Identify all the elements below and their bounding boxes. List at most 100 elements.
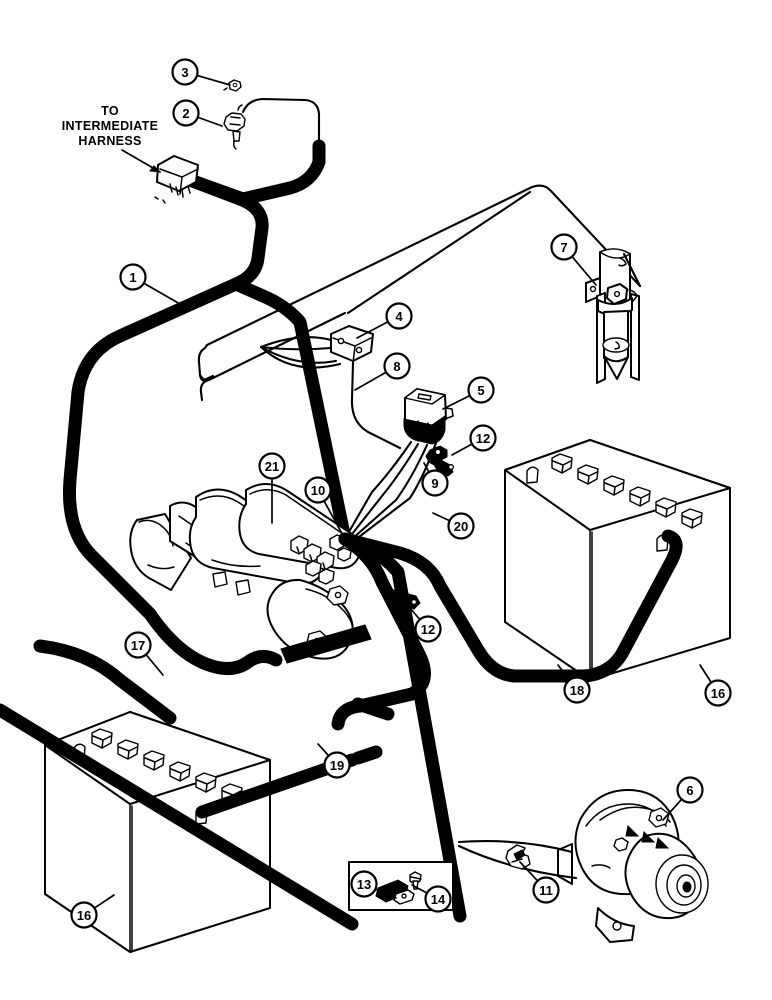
callout-bubble[interactable]	[532, 876, 560, 904]
callout-leader	[196, 116, 223, 127]
callout-18-battery-cable-positive[interactable]: 18	[557, 664, 591, 704]
sender-wire	[241, 97, 321, 148]
callout-9-terminal-stud[interactable]: 9	[421, 462, 449, 497]
callout-leader	[403, 600, 421, 621]
callout-bubble[interactable]	[172, 99, 200, 127]
cable-clamp-part11	[505, 844, 531, 870]
callout-bubble[interactable]	[704, 679, 732, 707]
callout-number: 16	[711, 686, 725, 701]
callout-7-starter-solenoid-canister[interactable]: 7	[550, 233, 597, 286]
callout-17-battery-cable-negative[interactable]: 17	[124, 631, 164, 676]
callout-leader	[662, 798, 683, 821]
callout-number: 2	[182, 106, 189, 121]
callout-bubble[interactable]	[323, 751, 351, 779]
callout-number: 14	[431, 892, 446, 907]
cable-18	[338, 529, 683, 683]
callout-bubble[interactable]	[467, 376, 495, 404]
callout-leader	[557, 664, 571, 681]
callout-bubble[interactable]	[119, 263, 147, 291]
terminal-nut-part3	[223, 79, 242, 92]
callout-bubble[interactable]	[124, 631, 152, 659]
harness-upper-segment	[183, 139, 326, 206]
main-diagonal-cable	[33, 639, 177, 725]
callout-number: 8	[393, 359, 400, 374]
callout-leader	[142, 282, 188, 309]
callout-leader	[571, 255, 597, 286]
callout-2-sender-switch[interactable]: 2	[172, 99, 223, 127]
sender-switch-part2	[223, 104, 246, 150]
callout-number: 6	[686, 783, 693, 798]
callout-leader	[432, 512, 451, 522]
callout-number: 11	[539, 883, 553, 898]
callout-leader	[374, 888, 397, 899]
starter-terminals	[290, 534, 352, 585]
callout-21-starter-motor[interactable]: 21	[258, 452, 286, 524]
callout-bubble[interactable]	[469, 424, 497, 452]
callout-number: 4	[395, 309, 403, 324]
callout-bubble[interactable]	[676, 776, 704, 804]
callout-bubble[interactable]	[385, 302, 413, 330]
lead-wire-part8	[350, 361, 402, 450]
callout-10-starter-wire-group[interactable]: 10	[304, 476, 346, 540]
callout-number: 19	[330, 758, 344, 773]
callout-bubble[interactable]	[383, 352, 411, 380]
callout-bubble[interactable]	[563, 676, 591, 704]
callout-bubble[interactable]	[350, 870, 378, 898]
callout-bubble[interactable]	[304, 476, 332, 504]
callout-16-battery-left[interactable]: 16	[70, 894, 115, 929]
callout-leader	[317, 743, 330, 757]
callout-8-lead-wire[interactable]: 8	[354, 352, 411, 391]
terminal-bolt-upper-part12	[425, 445, 454, 477]
callout-bubble[interactable]	[70, 901, 98, 929]
battery-right-caps	[551, 453, 703, 529]
callout-bubble[interactable]	[550, 233, 578, 261]
starter-motor-part21	[129, 483, 372, 664]
callout-12-battery-terminal-bolt[interactable]: 12	[451, 424, 497, 456]
callout-leader	[145, 653, 164, 676]
callout-5-relay-housing[interactable]: 5	[442, 376, 495, 410]
callout-bubble[interactable]	[171, 58, 199, 86]
callout-leader	[411, 884, 428, 894]
callout-number: 7	[560, 240, 567, 255]
callout-11-cable-clamp[interactable]: 11	[519, 861, 560, 904]
connector-fan-wires	[259, 336, 342, 369]
connector-block-part4	[330, 325, 374, 364]
callout-leader	[519, 861, 539, 882]
callout-bubble[interactable]	[447, 512, 475, 540]
callout-number: 10	[311, 483, 325, 498]
callout-20-starter-cable[interactable]: 20	[432, 512, 475, 540]
callout-number: 5	[477, 383, 484, 398]
alternator-part6	[557, 789, 709, 943]
callout-number: 12	[476, 431, 490, 446]
main-harness-cable	[63, 173, 352, 621]
callout-number: 16	[77, 908, 91, 923]
callout-number: 12	[421, 622, 435, 637]
callout-bubble[interactable]	[421, 469, 449, 497]
callout-1-main-wiring-harness[interactable]: 1	[119, 263, 188, 309]
callout-number: 17	[131, 638, 145, 653]
canister-part7	[585, 248, 640, 384]
callout-bubble[interactable]	[424, 885, 452, 913]
callout-16-battery-right[interactable]: 16	[699, 664, 732, 707]
callout-12-battery-terminal-bolt[interactable]: 12	[403, 600, 442, 643]
callout-6-alternator[interactable]: 6	[662, 776, 704, 821]
callout-13-cable-end-boot[interactable]: 13	[350, 870, 397, 899]
callout-leader	[323, 500, 346, 540]
callout-leader	[423, 462, 430, 473]
cable-17	[143, 607, 283, 675]
ground-strap-diagonal	[0, 703, 359, 931]
callout-14-screw[interactable]: 14	[411, 884, 452, 913]
callout-bubble[interactable]	[258, 452, 286, 480]
callout-4-connector-block[interactable]: 4	[356, 302, 413, 339]
callout-leader	[93, 894, 115, 909]
relay-output-wires	[344, 440, 438, 542]
battery-right	[504, 439, 731, 681]
callout-bubble[interactable]	[414, 615, 442, 643]
callout-3-terminal-nut[interactable]: 3	[171, 58, 231, 86]
callout-number: 1	[129, 270, 136, 285]
cable-starter-loop	[331, 532, 431, 731]
callout-19-battery-jumper-cable[interactable]: 19	[317, 743, 351, 779]
